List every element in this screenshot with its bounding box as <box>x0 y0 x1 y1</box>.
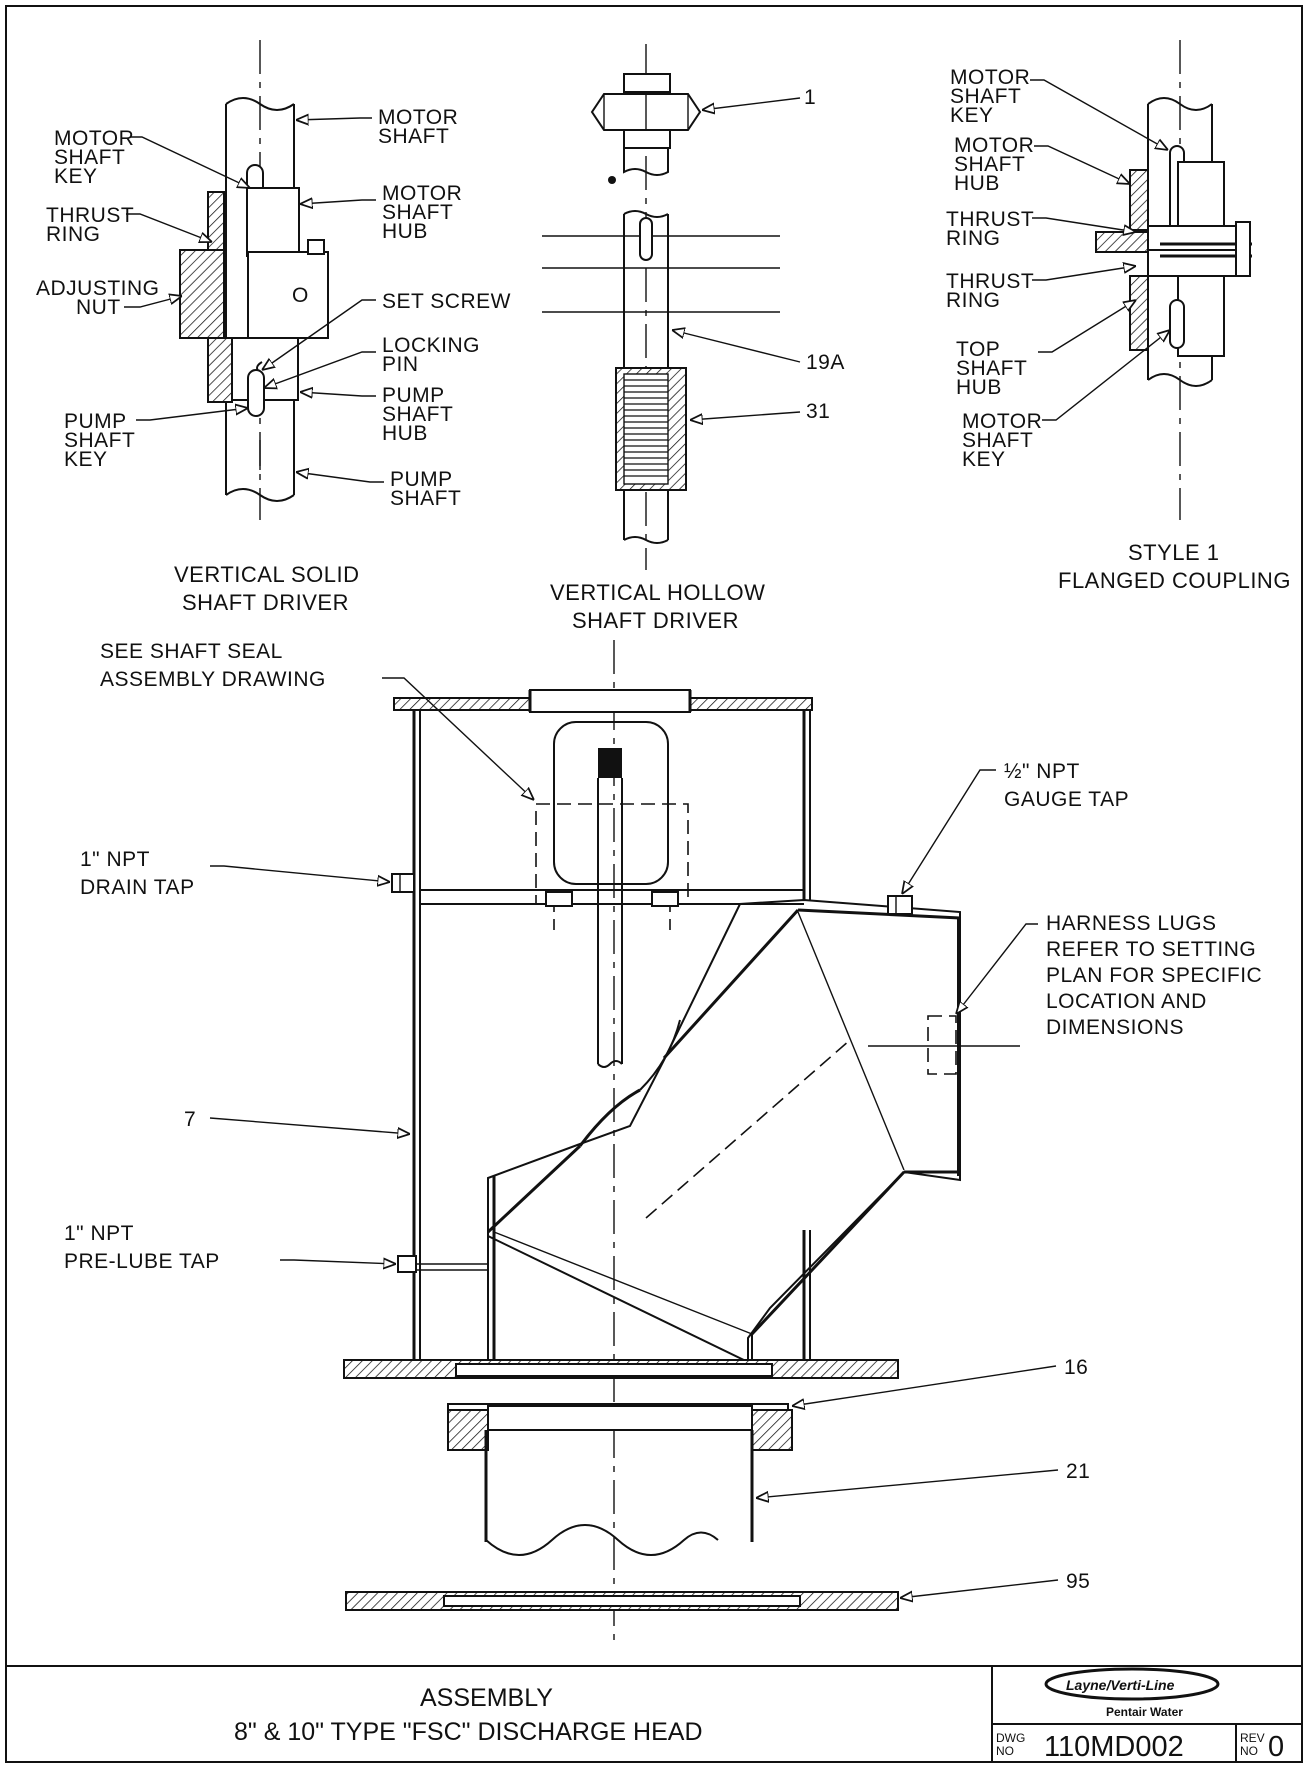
callout-95: 95 <box>1066 1570 1090 1593</box>
view-hollow-shaft-driver: 1 19A 31 VERTICAL HOLLOW SHAFT DRIVER <box>542 44 845 633</box>
callout-31: 31 <box>806 400 830 423</box>
title-line2: 8" & 10" TYPE "FSC" DISCHARGE HEAD <box>234 1718 703 1746</box>
caption-fc-line2: FLANGED COUPLING <box>1058 568 1291 593</box>
caption-fc-line1: STYLE 1 <box>1128 540 1220 565</box>
callout-21: 21 <box>1066 1460 1090 1483</box>
caption-solid-line2: SHAFT DRIVER <box>182 590 349 615</box>
logo-text: Layne/Verti-Line <box>1066 1677 1175 1693</box>
caption-solid-line1: VERTICAL SOLID <box>174 562 360 587</box>
revision-number: 0 <box>1268 1731 1284 1763</box>
callout-19a: 19A <box>806 351 845 374</box>
title-block: ASSEMBLY 8" & 10" TYPE "FSC" DISCHARGE H… <box>6 1665 1302 1763</box>
label-set-screw: SET SCREW <box>382 290 511 313</box>
company-name: Pentair Water <box>1106 1705 1183 1719</box>
drawing-number: 110MD002 <box>1044 1731 1184 1763</box>
caption-hollow-line2: SHAFT DRIVER <box>572 608 739 633</box>
hub-mark: O <box>292 284 309 307</box>
caption-hollow-line1: VERTICAL HOLLOW <box>550 580 765 605</box>
callout-1: 1 <box>804 86 816 109</box>
callout-16: 16 <box>1064 1356 1088 1379</box>
sheet-border <box>5 5 1303 1763</box>
company-logo: Layne/Verti-Line Pentair Water <box>1044 1667 1220 1719</box>
title-line1: ASSEMBLY <box>420 1684 553 1712</box>
callout-7: 7 <box>184 1108 196 1131</box>
